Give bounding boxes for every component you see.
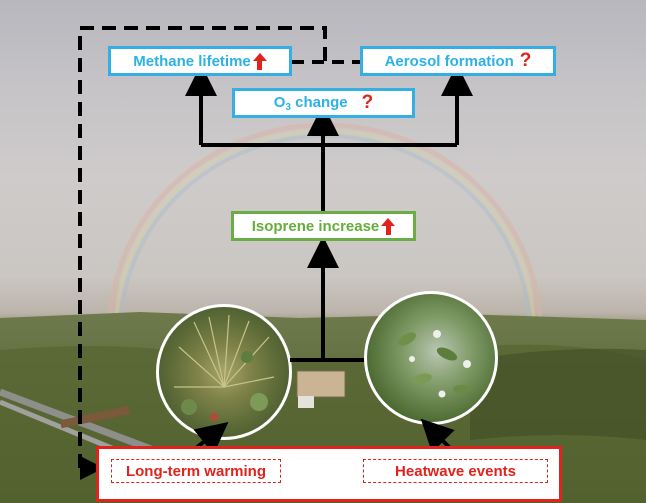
methane-lifetime-box: Methane lifetime — [108, 46, 292, 76]
methane-lifetime-label: Methane lifetime — [133, 52, 251, 70]
heatwave-events-box: Heatwave events — [363, 459, 548, 483]
willow-shrub-photo — [364, 291, 498, 425]
red-up-arrow-icon — [252, 52, 267, 70]
arrow-warming-to-grass — [193, 422, 229, 455]
ozone-symbol: O3 change — [273, 93, 348, 113]
willow-leaves-graphic — [397, 330, 471, 398]
arrow-heatwave-to-willow — [420, 418, 455, 453]
climate-drivers-box: Long-term warming Heatwave events — [96, 446, 562, 502]
question-mark-icon: ? — [361, 92, 374, 113]
grass-tuft-graphic — [174, 314, 275, 421]
long-term-warming-box: Long-term warming — [111, 459, 281, 483]
aerosol-formation-box: Aerosol formation ? — [360, 46, 556, 76]
wooden-plank — [59, 405, 131, 429]
long-term-warming-label: Long-term warming — [125, 462, 266, 480]
isoprene-increase-label: Isoprene increase — [251, 217, 380, 235]
isoprene-increase-box: Isoprene increase — [231, 211, 416, 241]
tussock-grass-photo — [156, 304, 292, 440]
instrument-box — [296, 370, 346, 398]
question-mark-icon: ? — [519, 50, 532, 71]
dashed-feedback-line — [78, 26, 327, 468]
ozone-change-box: O3 change ? — [232, 88, 415, 118]
red-up-arrow-icon — [381, 217, 396, 235]
aerosol-formation-label: Aerosol formation — [384, 52, 514, 70]
heatwave-events-label: Heatwave events — [395, 462, 516, 480]
instrument-base — [298, 396, 314, 408]
